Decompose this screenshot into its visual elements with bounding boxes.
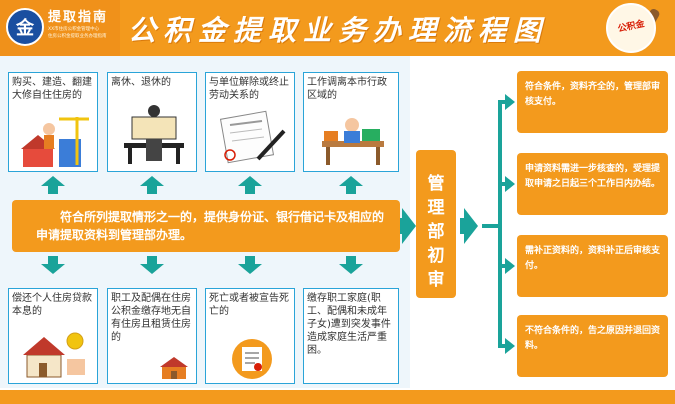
management-review-char: 初	[427, 246, 445, 266]
bottom-card-hardship: 缴存职工家庭(职工、配偶和未成年子女)遭到突发事件造成家庭生活严重困。	[303, 288, 399, 384]
card-text: 购买、建造、翻建大修自住住房的	[12, 77, 92, 101]
arrow-down-stem	[346, 256, 356, 264]
arrow-right-icon	[505, 176, 515, 192]
logo-block: 金 提取指南 XX市住房公积金管理中心 住房公积金提取业务办理指南	[0, 0, 120, 56]
contract-pen-icon	[219, 110, 286, 164]
bottom-card-loan: 偿还个人住房贷款本息的	[8, 288, 98, 384]
retiree-bench-icon	[124, 105, 184, 164]
bracket-branch	[498, 182, 506, 186]
page-title: 公积金提取业务办理流程图	[128, 14, 549, 47]
management-review-label: 管理部初审	[416, 172, 456, 292]
outcome-verify: 申请资料需进一步核查的，受理提取申请之日起三个工作日内办结。	[517, 153, 668, 215]
arrow-right-icon	[464, 208, 478, 244]
outcome-approve: 符合条件，资料齐全的，管理部审核支付。	[517, 71, 668, 133]
house-coin-icon	[23, 332, 85, 378]
bottom-card-rent: 职工及配偶在住房公积金缴存地无自有住房且租赁住房的	[107, 288, 197, 384]
card-text: 死亡或者被宣告死亡的	[209, 293, 289, 317]
arrow-right-icon	[402, 208, 416, 244]
office-desk-icon	[322, 118, 384, 165]
arrow-up-stem	[48, 186, 58, 194]
arrow-up-icon	[140, 176, 164, 186]
outcome-text: 需补正资料的，资料补正后审核支付。	[525, 246, 661, 271]
bracket-branch	[498, 344, 506, 348]
arrow-down-stem	[245, 256, 255, 264]
arrow-right-icon	[505, 258, 515, 274]
logo-mark-icon: 金	[6, 8, 44, 46]
top-card-relocate: 工作调离本市行政区域的	[303, 72, 399, 172]
top-card-retire: 离休、退休的	[107, 72, 197, 172]
bracket-branch	[498, 100, 506, 104]
arrow-up-stem	[245, 186, 255, 194]
top-card-purchase: 购买、建造、翻建大修自住住房的	[8, 72, 98, 172]
house-construction-icon	[21, 117, 89, 167]
management-review-box: 管理部初审	[416, 150, 456, 298]
outcome-supplement: 需补正资料的，资料补正后审核支付。	[517, 235, 668, 297]
management-review-char: 审	[427, 270, 445, 290]
rental-house-icon	[160, 357, 188, 379]
header-bar: 金 提取指南 XX市住房公积金管理中心 住房公积金提取业务办理指南 公积金提取业…	[0, 0, 675, 56]
arrow-right-icon	[505, 94, 515, 110]
outcome-text: 不符合条件的，告之原因并退回资料。	[525, 326, 661, 351]
logo-title: 提取指南	[48, 10, 109, 25]
card-text: 离休、退休的	[111, 77, 171, 88]
arrow-down-icon	[41, 264, 65, 274]
central-requirement-box: 符合所列提取情形之一的，提供身份证、银行借记卡及相应的申请提取资料到管理部办理。	[12, 200, 400, 252]
arrow-right-icon	[505, 338, 515, 354]
arrow-up-icon	[238, 176, 262, 186]
card-text: 缴存职工家庭(职工、配偶和未成年子女)遭到突发事件造成家庭生活严重困。	[307, 293, 391, 356]
card-text: 与单位解除或终止劳动关系的	[209, 77, 289, 101]
bracket-spine	[498, 100, 502, 348]
outcome-text: 符合条件，资料齐全的，管理部审核支付。	[525, 82, 661, 107]
logo-subtitle-1: XX市住房公积金管理中心	[48, 27, 100, 32]
arrow-down-icon	[238, 264, 262, 274]
stamp-icon: 公积金	[606, 3, 656, 53]
arrow-up-icon	[41, 176, 65, 186]
management-review-char: 管	[427, 174, 445, 194]
top-card-terminate: 与单位解除或终止劳动关系的	[205, 72, 295, 172]
bracket-connector	[482, 224, 500, 228]
bracket-branch	[498, 264, 506, 268]
document-icon	[232, 339, 272, 379]
arrow-up-stem	[147, 186, 157, 194]
management-review-char: 部	[427, 222, 445, 242]
card-text: 工作调离本市行政区域的	[307, 77, 387, 101]
outcome-text: 申请资料需进一步核查的，受理提取申请之日起三个工作日内办结。	[525, 164, 661, 189]
arrow-down-stem	[48, 256, 58, 264]
bottom-card-death: 死亡或者被宣告死亡的	[205, 288, 295, 384]
arrow-down-stem	[147, 256, 157, 264]
central-requirement-text: 符合所列提取情形之一的，提供身份证、银行借记卡及相应的申请提取资料到管理部办理。	[36, 210, 385, 242]
logo-subtitle-2: 住房公积金提取业务办理指南	[48, 34, 107, 39]
arrow-up-icon	[339, 176, 363, 186]
card-text: 职工及配偶在住房公积金缴存地无自有住房且租赁住房的	[111, 293, 191, 343]
arrow-down-icon	[339, 264, 363, 274]
arrow-down-icon	[140, 264, 164, 274]
arrow-up-stem	[346, 186, 356, 194]
outcome-reject: 不符合条件的，告之原因并退回资料。	[517, 315, 668, 377]
management-review-char: 理	[427, 198, 445, 218]
stamp-label: 公积金	[617, 19, 646, 35]
card-text: 偿还个人住房贷款本息的	[12, 293, 92, 317]
footer-bar	[0, 390, 675, 404]
